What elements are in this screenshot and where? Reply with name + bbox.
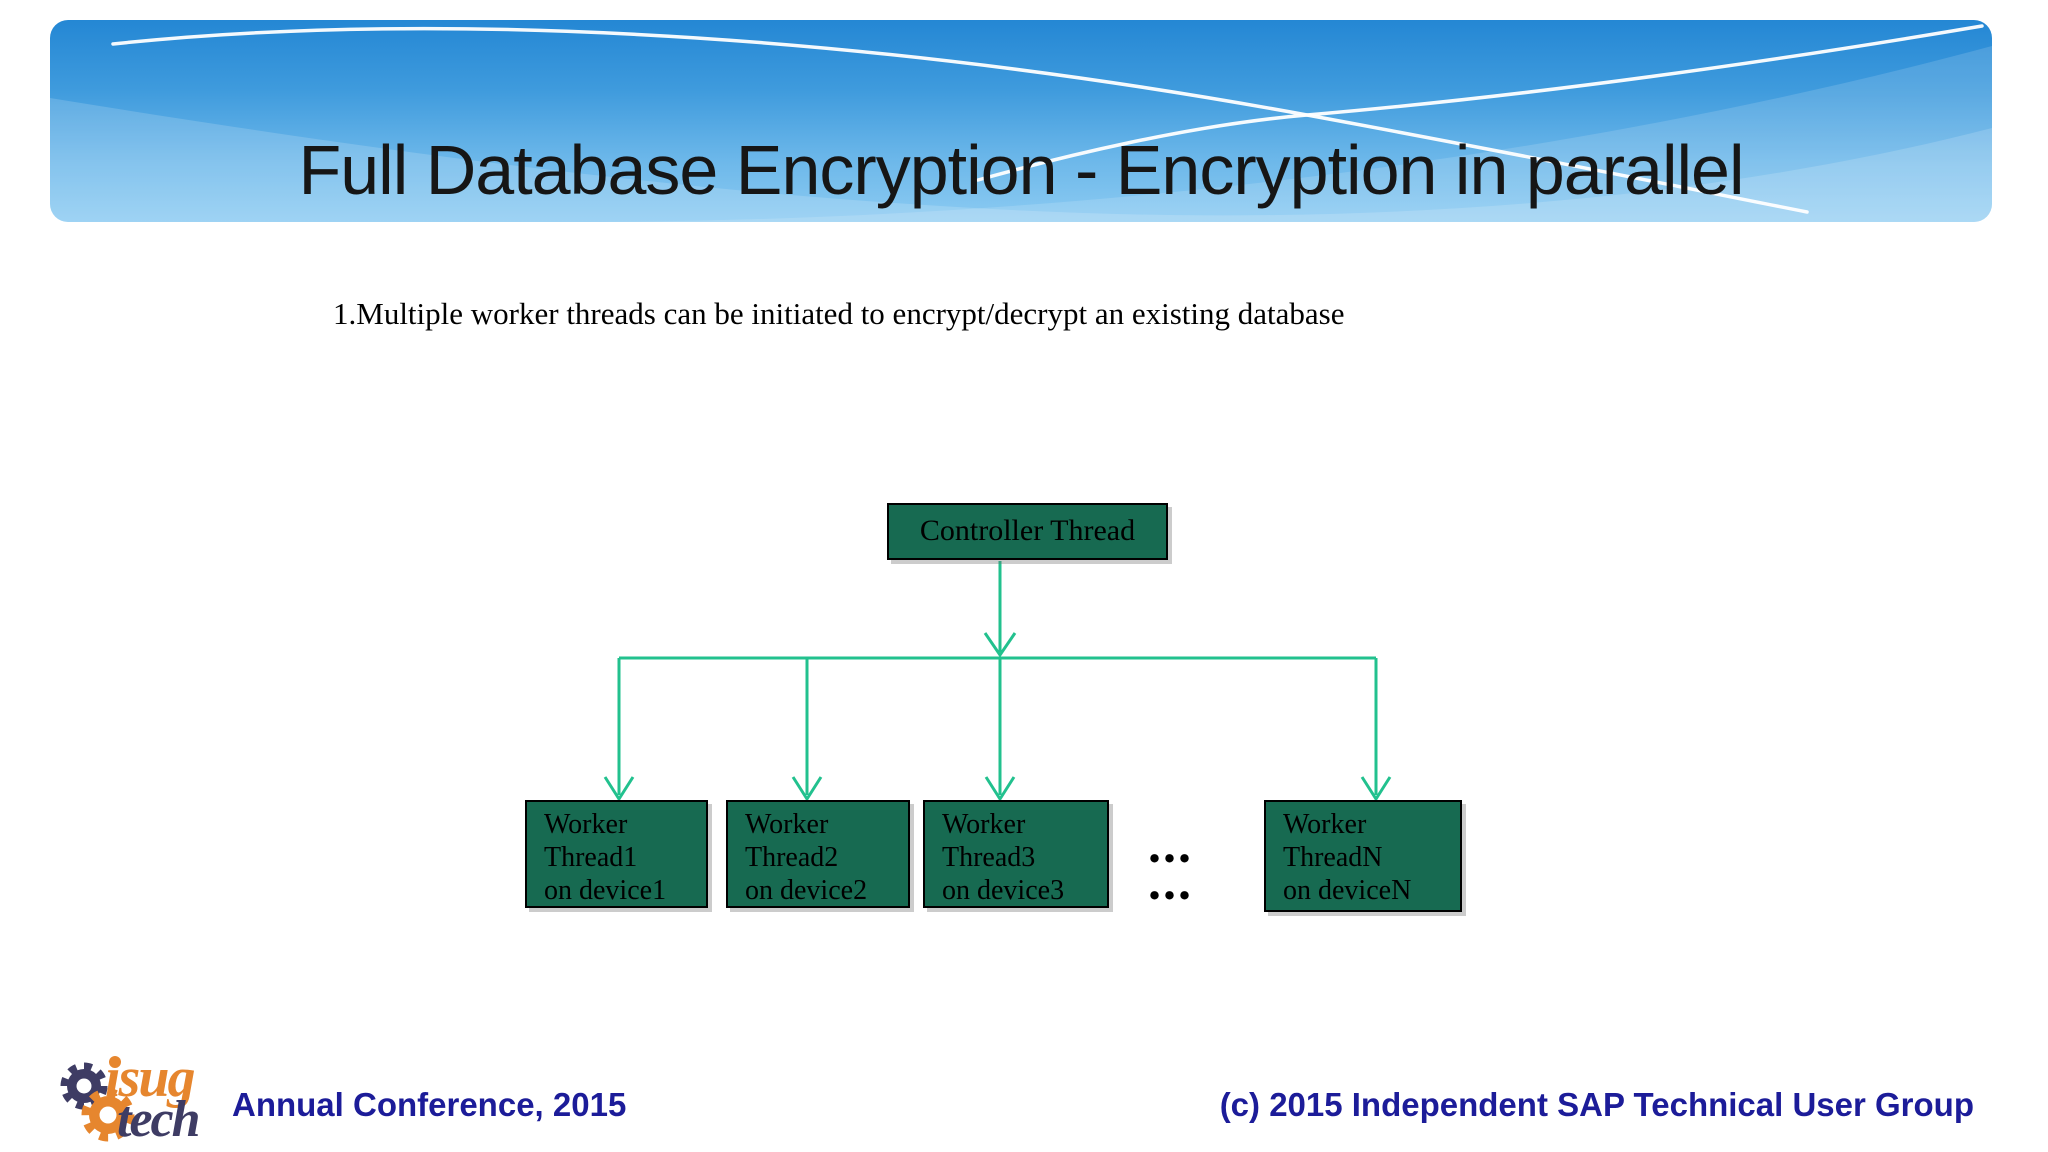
- logo-gears-graphic: [60, 1056, 135, 1142]
- orange-gear-icon: [81, 1088, 135, 1142]
- worker-3-line-1: Worker: [942, 809, 1026, 840]
- worker-2-line-1: Worker: [745, 809, 829, 840]
- copyright-text: (c) 2015 Independent SAP Technical User …: [1219, 1086, 1974, 1123]
- worker-3-line-2: Thread3: [942, 842, 1036, 873]
- bullet-text: 1.Multiple worker threads can be initiat…: [333, 296, 1345, 331]
- worker-thread-n-box: Worker ThreadN on deviceN: [1264, 800, 1462, 912]
- controller-thread-box: Controller Thread: [887, 503, 1168, 560]
- logo-i-dot: [109, 1056, 121, 1068]
- worker-2-line-2: Thread2: [745, 842, 839, 873]
- worker-thread-1-box: Worker Thread1 on device1: [525, 800, 708, 908]
- worker-2-line-3: on device2: [745, 875, 868, 906]
- worker-thread-3-box: Worker Thread3 on device3: [923, 800, 1109, 908]
- logo-word-isug: isug: [105, 1047, 195, 1109]
- worker-1-line-2: Thread1: [544, 842, 638, 873]
- conference-text: Annual Conference, 2015: [232, 1086, 627, 1123]
- worker-n-line-3: on deviceN: [1283, 875, 1412, 906]
- worker-1-line-3: on device1: [544, 875, 667, 906]
- ellipsis-bottom: ...: [1148, 854, 1193, 911]
- title-banner: Full Database Encryption - Encryption in…: [50, 20, 1992, 222]
- worker-thread-2-box: Worker Thread2 on device2: [726, 800, 910, 908]
- ellipsis-top: ...: [1148, 817, 1193, 874]
- slide-title: Full Database Encryption - Encryption in…: [298, 131, 1744, 209]
- isug-tech-logo: isug tech: [55, 1047, 245, 1150]
- controller-thread-label: Controller Thread: [919, 514, 1136, 547]
- worker-n-line-2: ThreadN: [1283, 842, 1383, 873]
- worker-3-line-3: on device3: [942, 875, 1065, 906]
- banner-swoosh-graphic: [50, 24, 1992, 222]
- logo-word-tech: tech: [117, 1091, 201, 1148]
- worker-n-line-1: Worker: [1283, 809, 1367, 840]
- worker-1-line-1: Worker: [544, 809, 628, 840]
